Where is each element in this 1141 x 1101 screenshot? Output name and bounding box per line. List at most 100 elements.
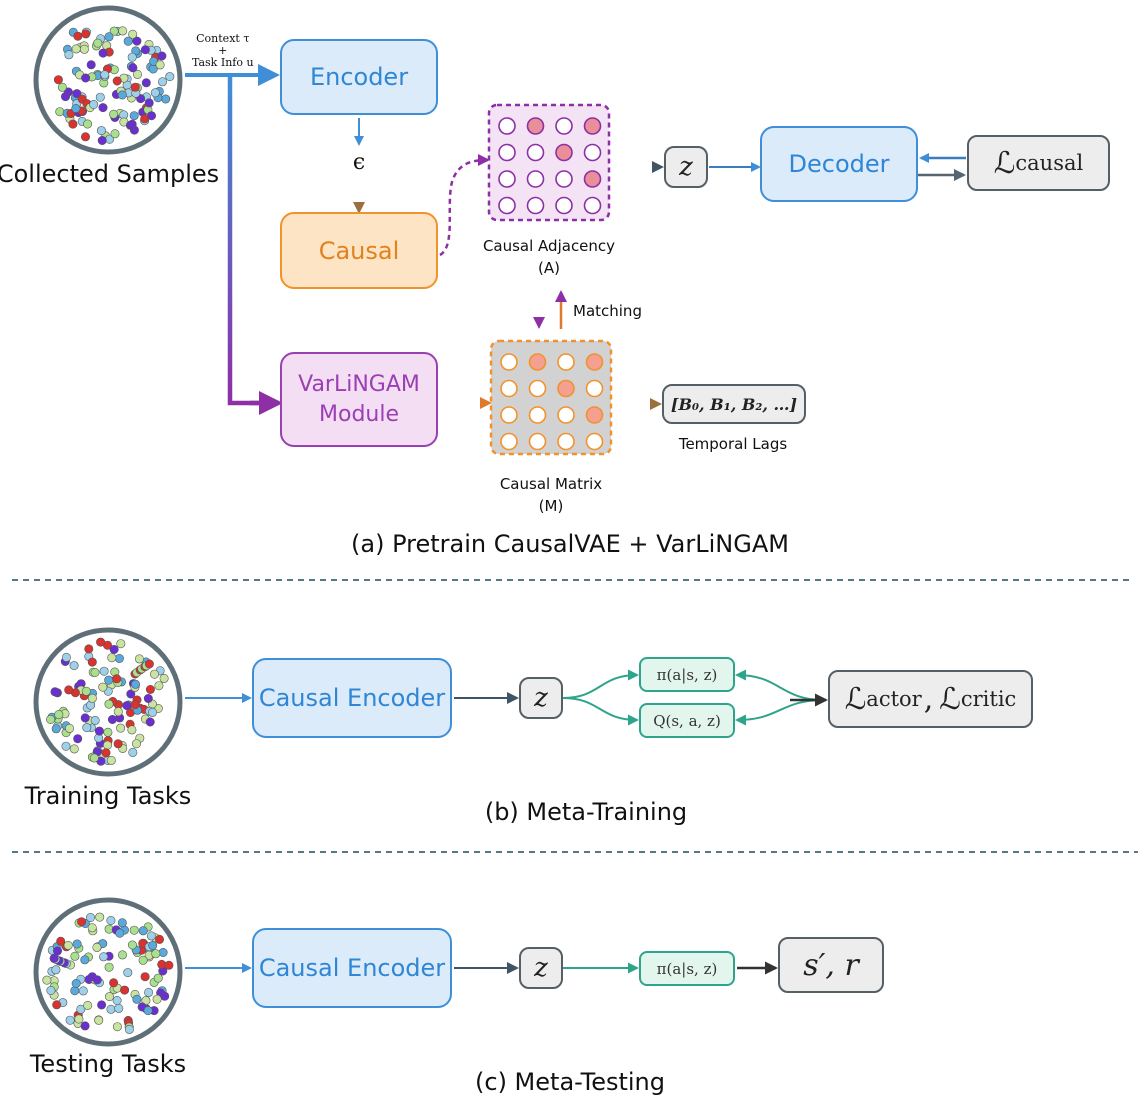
sample-dot: [165, 72, 175, 82]
actor-loss-symbol: ℒ: [844, 681, 867, 717]
sample-dot: [127, 725, 137, 735]
context-line-2: Task Info u: [192, 56, 254, 69]
sample-dot: [56, 936, 66, 946]
adjacency-label-line-1: Causal Adjacency: [482, 237, 616, 255]
varlingam-label-line-1: VarLiNGAM: [298, 371, 420, 397]
sample-dot: [151, 949, 161, 959]
sample-dot: [94, 726, 104, 736]
sample-dot: [71, 104, 81, 114]
sample-dot: [141, 78, 151, 88]
sample-dot: [55, 107, 65, 117]
sample-dot: [147, 111, 157, 121]
sample-dot: [96, 637, 106, 647]
temporal-lags-value: [B₀, B₁, B₂, …]: [670, 394, 798, 414]
sample-dot: [143, 1006, 153, 1016]
policy-box-c[interactable]: π(a|s, z): [639, 951, 735, 986]
sample-dot: [70, 951, 80, 961]
sample-dot: [140, 972, 150, 982]
sample-dot: [101, 748, 111, 758]
causal-matrix-cell: [557, 406, 575, 424]
sample-dot: [80, 955, 90, 965]
sample-dot: [144, 98, 154, 108]
sample-dot: [118, 26, 128, 36]
sample-dot: [90, 715, 100, 725]
testing-tasks-label: Testing Tasks: [29, 1050, 187, 1078]
adjacency-cell: [555, 117, 573, 135]
causal-matrix-cell: [557, 432, 575, 451]
causal-matrix-cell: [557, 353, 575, 371]
sample-dot: [76, 1004, 86, 1014]
sample-dot: [145, 717, 155, 727]
sample-dot: [104, 32, 114, 42]
sample-dot: [106, 755, 116, 765]
sample-dot: [116, 639, 126, 649]
next-state-reward-box: s′, r: [778, 937, 884, 993]
sample-dot: [132, 36, 142, 46]
caption-b: (b) Meta-Training: [484, 798, 688, 826]
sample-dot: [144, 659, 154, 669]
sample-dot: [129, 925, 139, 935]
sample-dot: [140, 45, 150, 55]
sample-dot: [127, 52, 137, 62]
sample-dot: [61, 741, 71, 751]
sample-dot: [133, 69, 143, 79]
sample-dot: [95, 912, 105, 922]
adjacency-matrix-frame: [487, 103, 611, 222]
adjacency-cell: [526, 143, 545, 162]
causal-box[interactable]: Causal: [280, 212, 438, 289]
sample-dot: [65, 1015, 75, 1025]
sample-dot: [109, 644, 119, 654]
sample-dot: [98, 103, 108, 113]
adjacency-matrix-cells: [498, 117, 602, 215]
q-function-box[interactable]: Q(s, a, z): [639, 703, 735, 738]
sample-dot: [132, 994, 142, 1004]
sample-dot: [124, 1024, 134, 1034]
sample-dot: [118, 950, 128, 960]
encoder-box[interactable]: Encoder: [280, 39, 438, 115]
sample-dot: [71, 978, 81, 988]
sample-dot: [69, 744, 79, 754]
sample-dot: [81, 73, 91, 83]
sample-dot: [96, 126, 106, 136]
sample-dot: [92, 975, 102, 985]
latent-z-box-a: z: [664, 146, 708, 188]
adjacency-cell: [498, 170, 516, 188]
sample-dot: [57, 82, 67, 92]
sample-dot: [104, 962, 114, 972]
sample-dot: [120, 985, 130, 995]
sample-dot: [77, 917, 87, 927]
sample-dot: [117, 918, 127, 928]
loss-separator: ,: [923, 681, 934, 717]
sample-dot: [138, 926, 148, 936]
sample-dot: [86, 912, 96, 922]
causal-matrix-label-line-2: (M): [538, 497, 564, 515]
sample-dot: [80, 713, 90, 723]
sample-dot: [129, 111, 139, 121]
sample-dot: [92, 942, 102, 952]
sample-dot: [158, 77, 168, 87]
decoder-box[interactable]: Decoder: [760, 126, 918, 202]
causal-loss-symbol: ℒ: [993, 145, 1016, 181]
adjacency-cell: [583, 117, 602, 135]
causal-encoder-box-b[interactable]: Causal Encoder: [252, 658, 452, 738]
causal-matrix-cell: [528, 353, 547, 371]
latent-z-box-c: z: [519, 947, 563, 989]
sample-dot: [63, 940, 73, 950]
sample-dot: [104, 675, 114, 685]
samples-circle-a: [33, 5, 183, 155]
causal-matrix-label: Causal Matrix (M): [500, 473, 602, 517]
sample-dot: [138, 955, 148, 965]
varlingam-box[interactable]: VarLiNGAM Module: [280, 352, 438, 447]
sample-dot: [131, 679, 141, 689]
sample-dot: [148, 940, 158, 950]
sample-dot: [106, 915, 116, 925]
adjacency-cell: [555, 196, 573, 215]
causal-encoder-label-b: Causal Encoder: [258, 684, 446, 712]
adjacency-cell: [526, 117, 545, 135]
policy-box-b[interactable]: π(a|s, z): [639, 657, 735, 692]
sample-dot: [79, 44, 89, 54]
sample-dot: [128, 63, 138, 73]
causal-encoder-box-c[interactable]: Causal Encoder: [252, 928, 452, 1008]
context-line-1: Context τ: [196, 32, 250, 45]
